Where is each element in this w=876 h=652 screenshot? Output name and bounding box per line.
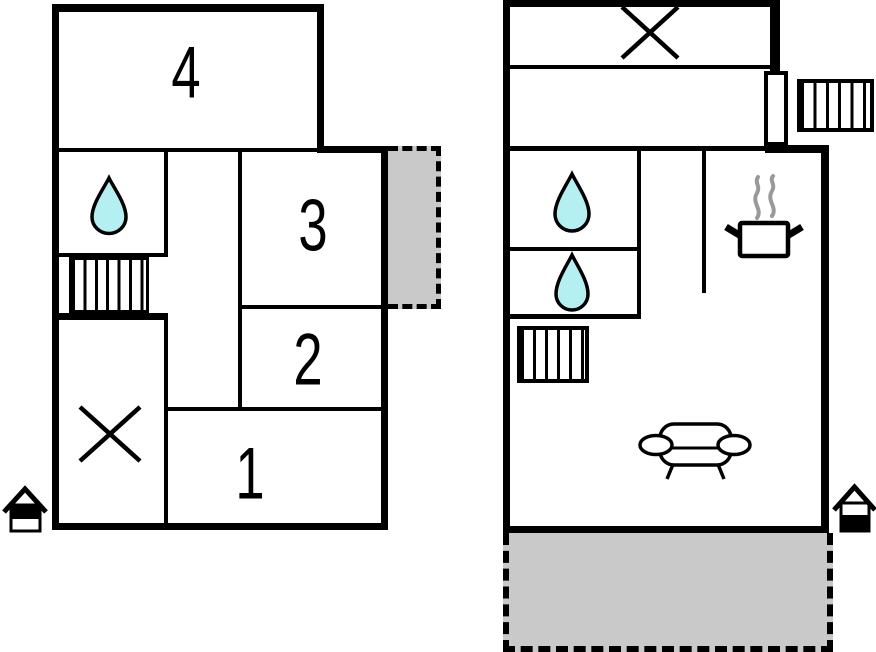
water-drop-icon xyxy=(90,174,128,236)
wall-left-outer-south xyxy=(52,523,388,530)
wall-room4-east xyxy=(317,4,324,153)
entrance-house-icon xyxy=(832,483,876,533)
wall-mainroom-north-thick xyxy=(765,145,829,153)
room-label-3: 3 xyxy=(298,185,328,267)
wall-band-divider xyxy=(510,65,770,69)
door-opening xyxy=(764,71,788,146)
room-label-2: 2 xyxy=(293,319,323,401)
wall-xroom-east xyxy=(164,313,168,527)
wall-left-outer-east xyxy=(381,146,388,530)
wall-left-outer-north xyxy=(52,4,324,12)
water-drop-icon xyxy=(553,170,591,233)
wall-bathrooms-divider xyxy=(510,247,641,251)
cooking-pot-steam-icon xyxy=(724,174,804,259)
wall-left-outer-west xyxy=(52,4,59,530)
wall-topright-east xyxy=(770,0,780,73)
wall-xroom-north xyxy=(52,313,168,320)
wall-room3-room2-divider xyxy=(238,305,381,309)
terrace-left-plan xyxy=(388,146,441,309)
terrace-right-plan xyxy=(503,533,833,652)
wall-bathrooms-east xyxy=(637,146,641,318)
room-label-4: 4 xyxy=(171,32,201,114)
window-cross-icon xyxy=(78,405,142,463)
wall-right-outer-south xyxy=(503,526,829,533)
wall-right-outer-north xyxy=(503,0,780,7)
wall-room3-west xyxy=(238,148,242,410)
window-cross-icon xyxy=(620,5,680,60)
wall-room4-south xyxy=(59,148,320,152)
room-label-1: 1 xyxy=(235,433,265,515)
wall-right-outer-west xyxy=(503,0,510,533)
staircase-icon xyxy=(517,326,589,383)
water-drop-icon xyxy=(554,251,590,312)
wall-room1-north xyxy=(164,407,381,411)
wall-kitchen-partition xyxy=(702,151,706,293)
wall-bathroom-east xyxy=(164,148,168,257)
wall-bathrooms-south xyxy=(510,314,641,319)
exterior-stairs-icon xyxy=(797,79,874,132)
sofa-icon xyxy=(638,422,752,480)
wall-bathroom-south xyxy=(59,253,168,257)
entrance-house-icon xyxy=(2,485,48,533)
staircase-icon xyxy=(69,257,149,313)
wall-right-outer-east xyxy=(821,145,829,533)
wall-left-step-north xyxy=(317,146,388,153)
